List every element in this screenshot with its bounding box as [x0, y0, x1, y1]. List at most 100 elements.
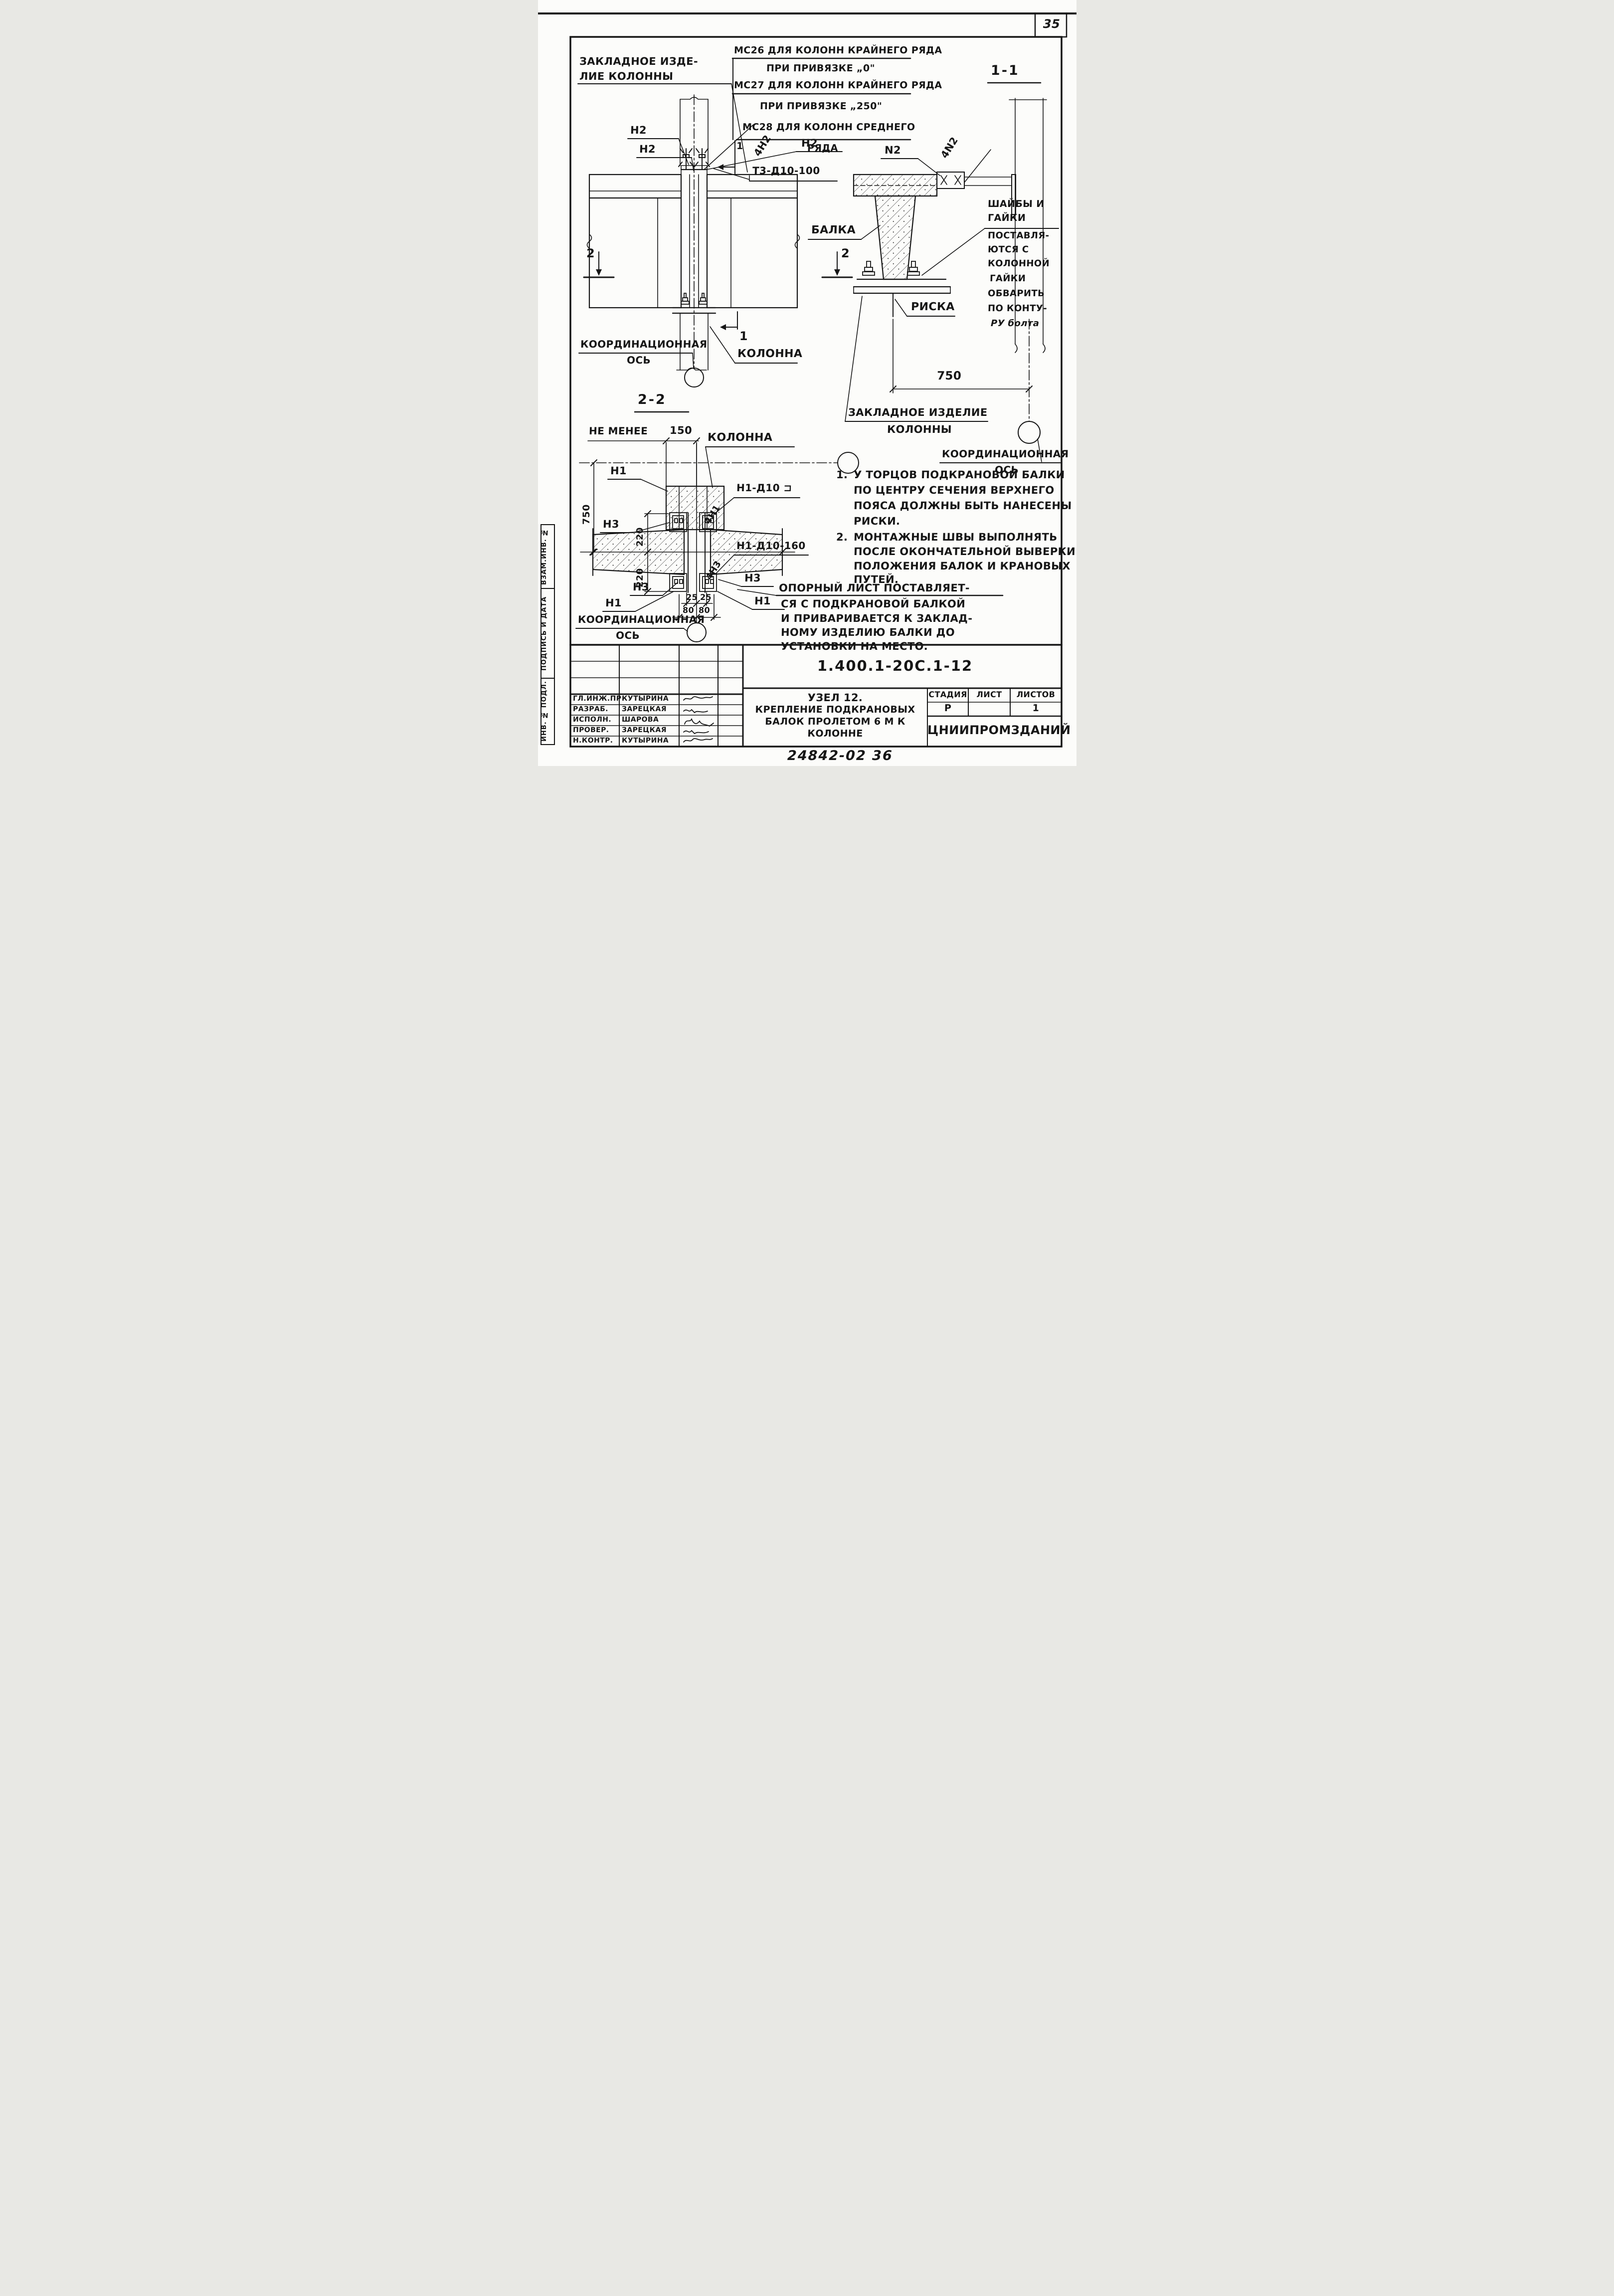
- note2-line2: ПОСЛЕ ОКОНЧАТЕЛЬНОЙ ВЫВЕРКИ: [853, 546, 1076, 558]
- section-1-1-title: 1-1: [990, 63, 1020, 78]
- n2-label-1: Н2: [630, 124, 647, 136]
- note1-line1: У ТОРЦОВ ПОДКРАНОВОЙ БАЛКИ: [853, 469, 1065, 481]
- support-note-line4: НОМУ ИЗДЕЛИЮ БАЛКИ ДО: [780, 626, 955, 638]
- note1-line4: РИСКИ.: [853, 515, 900, 527]
- note2-line3: ПОЛОЖЕНИЯ БАЛОК И КРАНОВЫХ: [853, 560, 1071, 572]
- ms27-note: МС27 ДЛЯ КОЛОНН КРАЙНЕГО РЯДА: [733, 80, 942, 91]
- name-developed: ЗАРЕЦКАЯ: [621, 705, 667, 713]
- s22-axis-label-line1: КООРДИНАЦИОННАЯ: [577, 613, 705, 625]
- s22-column-label: КОЛОННА: [707, 431, 773, 444]
- cut-2-digit-left: 2: [586, 246, 595, 260]
- section-2-2-linework: [575, 411, 859, 642]
- role-executed: ИСПОЛН.: [572, 716, 611, 724]
- washer-note-line8: ПО КОНТУ-: [987, 303, 1047, 314]
- title-line1: УЗЕЛ 12.: [807, 692, 863, 704]
- name-checked: ЗАРЕЦКАЯ: [621, 726, 667, 734]
- support-note-line3: И ПРИВАРИВАЕТСЯ К ЗАКЛАД-: [780, 612, 973, 624]
- role-checked: ПРОВЕР.: [572, 726, 609, 734]
- washer-note-line9: РУ болта: [990, 318, 1040, 329]
- s22-dim-220-bottom2: 220: [634, 568, 645, 587]
- s22-dim-220-top: 220: [634, 527, 645, 547]
- s11-dim-750: 750: [936, 370, 962, 383]
- s22-ne-menee: НЕ МЕНЕЕ: [588, 425, 648, 437]
- s22-axis-label-line2: ОСЬ: [615, 629, 640, 641]
- s11-axis-label-line1: КООРДИНАЦИОННАЯ: [941, 448, 1069, 460]
- s22-n3-top: Н3: [602, 518, 619, 530]
- front-view-linework: [577, 57, 911, 387]
- note1-number: 1.: [836, 469, 848, 481]
- ms26-note: МС26 ДЛЯ КОЛОНН КРАЙНЕГО РЯДА: [733, 45, 942, 56]
- note2-number: 2.: [836, 531, 848, 543]
- sidebar-inv-podl: ИНВ. № ПОДЛ.: [540, 681, 548, 742]
- name-executed: ШАРОВА: [621, 716, 659, 724]
- cut-1-digit-bottom: 1: [739, 329, 748, 343]
- title-line4: КОЛОННЕ: [807, 728, 863, 739]
- title-line2: КРЕПЛЕНИЕ ПОДКРАНОВЫХ: [754, 704, 915, 715]
- name-norm-control: КУТЫРИНА: [621, 737, 669, 745]
- note1-line3: ПОЯСА ДОЛЖНЫ БЫТЬ НАНЕСЕНЫ: [853, 500, 1072, 512]
- cut-1-digit-top: 1: [736, 141, 743, 152]
- name-chief-eng: КУТЫРИНА: [621, 695, 669, 703]
- fv-axis-label-line1: КООРДИНАЦИОННАЯ: [580, 338, 708, 350]
- embed-item-label-line1: ЗАКЛАДНОЕ ИЗДЕ-: [579, 55, 698, 67]
- sidebar-podpis-data: ПОДПИСЬ И ДАТА: [540, 596, 548, 671]
- s11-embed-label-line2: КОЛОННЫ: [887, 423, 952, 435]
- washer-note-line2: ГАЙКИ: [987, 212, 1026, 223]
- ms26-binding-note: ПРИ ПРИВЯЗКЕ „0": [766, 63, 875, 74]
- sheets-value: 1: [1032, 703, 1040, 714]
- titleblock-linework: [569, 644, 1063, 748]
- ms27-binding-note: ПРИ ПРИВЯЗКЕ „250": [759, 101, 882, 112]
- s22-n3-bottom-right: Н3: [744, 572, 761, 584]
- ms28-note: МС28 ДЛЯ КОЛОНН СРЕДНЕГО: [742, 122, 915, 133]
- support-note-line5: УСТАНОВКИ НА МЕСТО.: [780, 640, 928, 652]
- s22-dim-25-right: 25: [700, 592, 712, 602]
- n2-label-2: Н2: [639, 143, 656, 155]
- washer-note-line5: КОЛОННОЙ: [987, 258, 1050, 269]
- doc-number: 1.400.1-20С.1-12: [817, 657, 973, 674]
- washer-note-line3: ПОСТАВЛЯ-: [987, 230, 1050, 241]
- sidebar-cells: [540, 524, 555, 745]
- s11-n2-label: N2: [884, 144, 901, 156]
- s22-n1-bottom-left: Н1: [605, 597, 622, 609]
- organization-name: ЦНИИПРОМЗДАНИЙ: [927, 723, 1071, 737]
- fv-column-label: КОЛОННА: [737, 348, 803, 360]
- s11-embed-label-line1: ЗАКЛАДНОЕ ИЗДЕЛИЕ: [848, 406, 988, 418]
- sheets-header: ЛИСТОВ: [1016, 690, 1056, 699]
- support-note-line1: ОПОРНЫЙ ЛИСТ ПОСТАВЛЯЕТ-: [778, 582, 970, 594]
- sidebar-vzam-inv: ВЗАМ.ИНВ. №: [540, 528, 548, 585]
- sheet-header: ЛИСТ: [976, 690, 1002, 699]
- main-frame: [569, 36, 1063, 748]
- t3-weld-mark: Т3-Д10-100: [752, 165, 820, 177]
- section-2-2-title: 2-2: [637, 392, 667, 407]
- n2-label-3: Н2: [801, 137, 818, 149]
- s22-dim-25-left: 25: [686, 592, 698, 602]
- washer-note-line4: ЮТСЯ С: [987, 244, 1029, 255]
- washer-note-line7: ОБВАРИТЬ: [987, 288, 1045, 299]
- title-line3: БАЛОК ПРОЛЕТОМ 6 М К: [764, 716, 905, 727]
- s22-n1-top: Н1: [610, 465, 627, 477]
- role-norm-control: Н.КОНТР.: [572, 737, 613, 745]
- drawing-linework: [538, 12, 1076, 748]
- s22-mark-n1-d10-160: Н1-Д10-160: [736, 540, 806, 552]
- s22-dim-150: 150: [669, 424, 692, 436]
- support-note-leader: [736, 589, 777, 596]
- role-chief-eng: ГЛ.ИНЖ.ПР: [572, 695, 622, 703]
- stage-header: СТАДИЯ: [928, 690, 967, 699]
- cut-2-digit-right: 2: [841, 246, 850, 260]
- embed-item-label-line2: ЛИЕ КОЛОННЫ: [579, 70, 674, 82]
- s11-riska-label: РИСКА: [910, 301, 955, 313]
- fv-axis-label-line2: ОСЬ: [626, 354, 651, 366]
- washer-note-line6: ГАЙКИ: [989, 273, 1026, 284]
- washer-note-line1: ШАЙБЫ И: [987, 198, 1045, 209]
- role-developed: РАЗРАБ.: [572, 705, 608, 713]
- s22-n1-bottom-right: Н1: [754, 595, 771, 607]
- support-note-line2: СЯ С ПОДКРАНОВОЙ БАЛКОЙ: [780, 598, 966, 610]
- s22-mark-n1-d10: Н1-Д10 ⊐: [736, 482, 792, 494]
- signature-squiggles: [683, 696, 714, 743]
- stamp-code: 24842-02 36: [787, 748, 893, 764]
- s22-dim-750: 750: [580, 504, 592, 525]
- note1-line2: ПО ЦЕНТРУ СЕЧЕНИЯ ВЕРХНЕГО: [853, 484, 1055, 496]
- stage-value: Р: [944, 703, 951, 714]
- note2-line1: МОНТАЖНЫЕ ШВЫ ВЫПОЛНЯТЬ: [853, 531, 1058, 543]
- drawing-sheet: 35 24842-02 36 ВЗАМ.ИНВ. № ПОДПИСЬ И ДАТ…: [538, 0, 1076, 766]
